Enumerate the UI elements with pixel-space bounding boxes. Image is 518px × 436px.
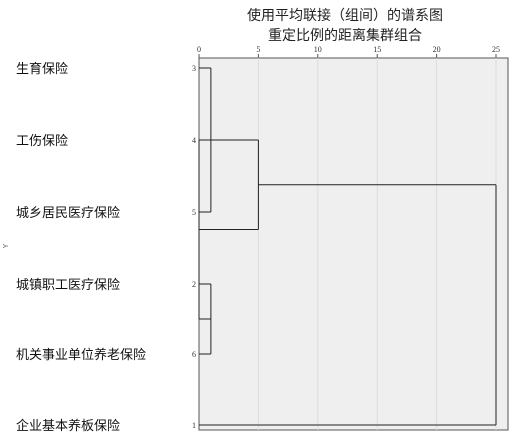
case-label: 企业基本养板保险 [16, 418, 120, 434]
x-tick-label: 10 [314, 45, 322, 54]
chart-title: 使用平均联接（组间）的谱系图 [247, 7, 443, 24]
case-number: 1 [192, 421, 196, 430]
case-number: 3 [192, 64, 196, 73]
chart-subtitle: 重定比例的距离集群组合 [268, 27, 422, 44]
x-tick-label: 25 [492, 45, 500, 54]
x-tick-label: 15 [373, 45, 381, 54]
case-label: 生育保险 [16, 61, 68, 77]
x-tick-label: 20 [433, 45, 441, 54]
case-number: 4 [192, 136, 196, 145]
x-tick-label: 5 [256, 45, 260, 54]
case-number: 5 [192, 208, 196, 217]
case-number: 6 [192, 350, 196, 359]
plot-area [198, 57, 509, 431]
case-label: 机关事业单位养老保险 [16, 347, 146, 363]
case-number: 2 [192, 280, 196, 289]
case-label: 工伤保险 [16, 134, 68, 149]
case-label: 城镇职工医疗保险 [16, 278, 120, 293]
case-label: 城乡居民医疗保险 [16, 206, 120, 221]
x-tick-label: 0 [197, 45, 201, 54]
y-axis-label: Y [3, 243, 10, 248]
